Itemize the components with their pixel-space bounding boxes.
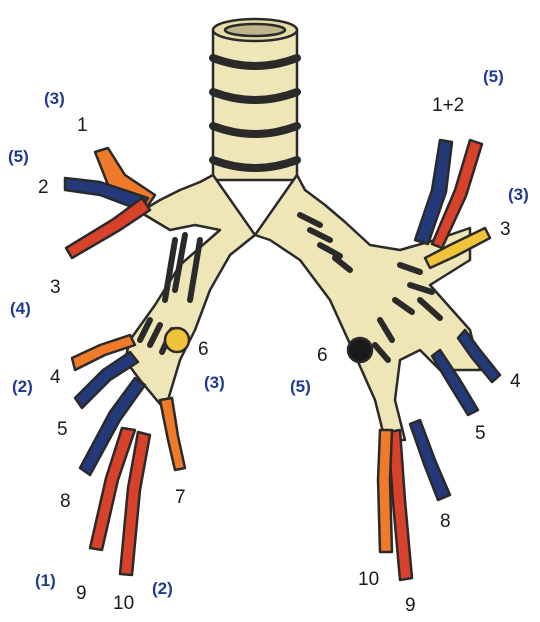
- left-segment-2-count: (5): [8, 148, 29, 165]
- left-segment-7-number: 7: [175, 488, 186, 507]
- left-segment-3-count: (4): [10, 300, 31, 317]
- right-segment-1-2-branch: [415, 140, 482, 248]
- right-segment-6-count: (5): [290, 378, 311, 395]
- right-segment-10-branch: [378, 430, 392, 552]
- left-segment-5-number: 5: [57, 420, 68, 439]
- left-segment-9-count: (1): [35, 572, 56, 589]
- right-segment-6-number: 6: [317, 346, 328, 365]
- left-segment-8-number: 8: [60, 492, 71, 511]
- left-segment-1-number: 1: [77, 116, 88, 135]
- left-segment-6-number: 6: [198, 340, 209, 359]
- right-segment-3-number: 3: [500, 220, 511, 239]
- right-segment-8-number: 8: [440, 512, 451, 531]
- left-segment-4-count: (2): [12, 378, 33, 395]
- left-segment-2-number: 2: [38, 178, 49, 197]
- right-segment-1-2-number: 1+2: [432, 96, 464, 115]
- left-segment-1-count: (3): [44, 90, 65, 107]
- right-segment-9-number: 9: [405, 596, 416, 615]
- left-segment-3-branch: [66, 198, 150, 258]
- right-segment-1-2-count: (5): [483, 68, 504, 85]
- left-segment-4-number: 4: [50, 368, 61, 387]
- right-segment-3-count: (3): [508, 186, 529, 203]
- left-segment-10-number: 10: [113, 594, 134, 613]
- left-segment-10-count: (2): [152, 580, 173, 597]
- left-segment-6-count: (3): [204, 374, 225, 391]
- left-segment-9-number: 9: [76, 584, 87, 603]
- left-segment-3-number: 3: [50, 278, 61, 297]
- right-segment-8-branch: [410, 420, 450, 500]
- left-segment-6-node: [165, 328, 189, 352]
- right-segment-4-number: 4: [510, 372, 521, 391]
- right-segment-5-number: 5: [475, 424, 486, 443]
- left-segment-7-branch: [160, 398, 185, 470]
- trachea: [213, 19, 297, 180]
- right-segment-10-number: 10: [358, 570, 379, 589]
